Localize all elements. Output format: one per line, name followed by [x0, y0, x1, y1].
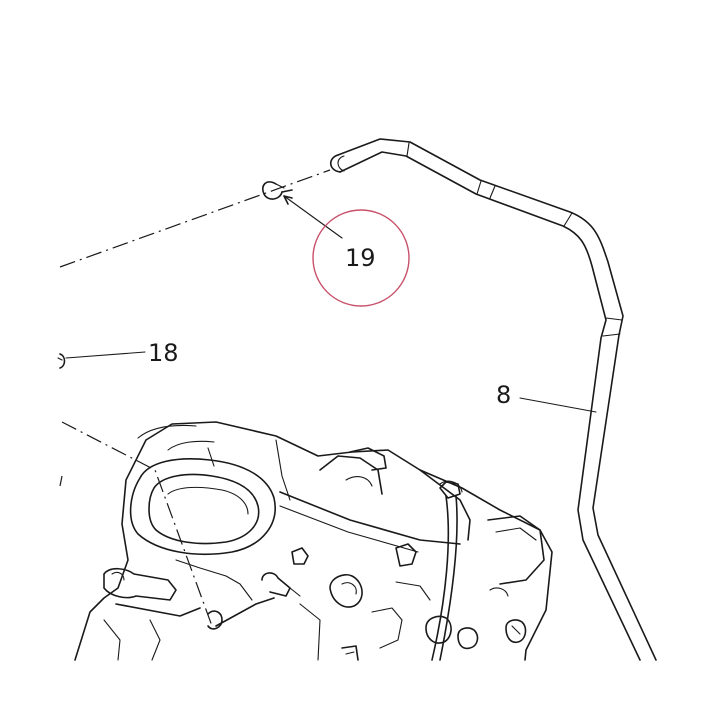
engine-assembly — [74, 421, 553, 661]
assembly-line-left — [59, 475, 63, 487]
plug — [57, 353, 66, 369]
callout-18: 18 — [148, 339, 179, 367]
assembly-line-clamp — [59, 169, 331, 268]
leader-clamp-arrow — [283, 195, 293, 205]
hose — [329, 138, 657, 661]
highlight-circle — [312, 209, 410, 307]
leader-clamp — [283, 195, 343, 239]
leader-hose — [519, 397, 597, 413]
leader-plug — [65, 351, 146, 359]
assembly-line-engine — [61, 421, 213, 627]
clamp — [261, 181, 293, 200]
callout-19: 19 — [345, 244, 376, 272]
callout-8: 8 — [496, 381, 511, 409]
